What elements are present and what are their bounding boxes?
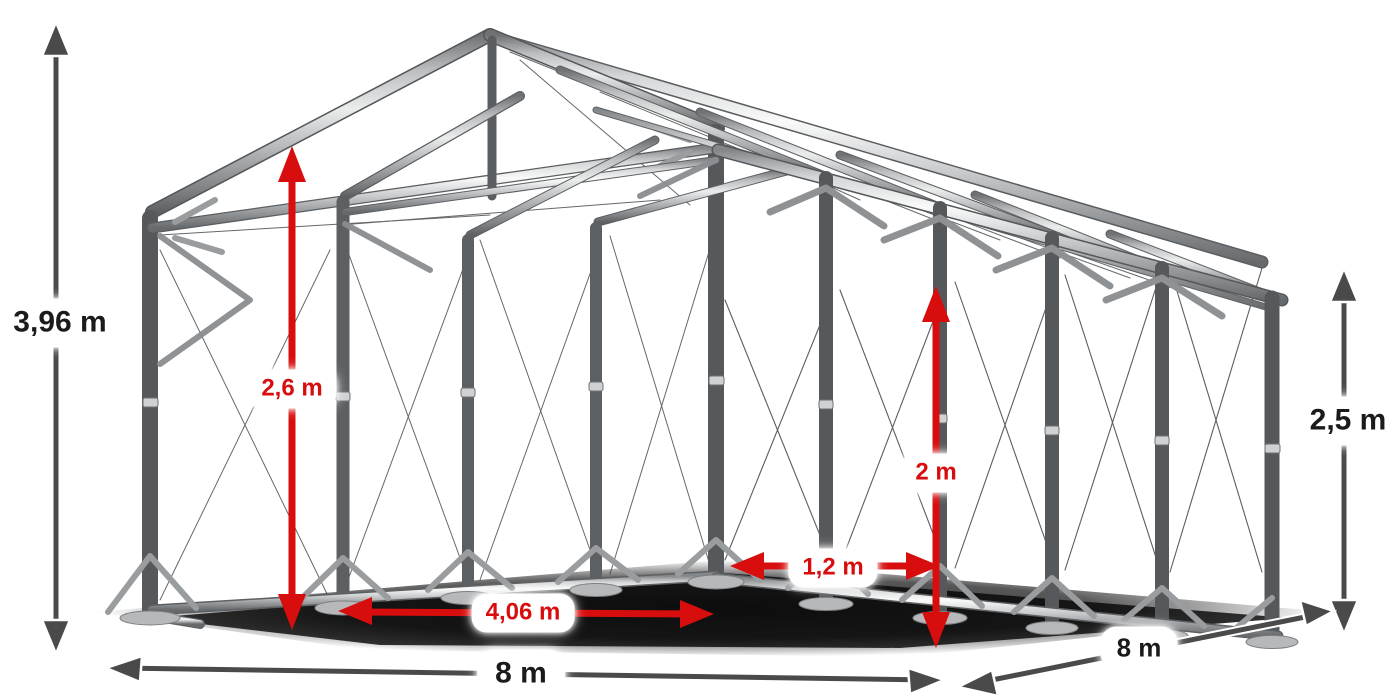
label-width-door: 4,06 m bbox=[471, 593, 575, 633]
tent-frame bbox=[105, 28, 1299, 649]
interior-arch-2 bbox=[336, 91, 720, 609]
label-width-front: 8 m bbox=[477, 649, 565, 699]
base-rail-back bbox=[710, 572, 1284, 642]
arrow-height-eave-right bbox=[1328, 264, 1360, 638]
label-length-side: 8 m bbox=[1100, 626, 1178, 670]
interior-rafters bbox=[462, 135, 795, 598]
label-height-eave-right: 2,5 m bbox=[1293, 396, 1400, 446]
cable-braces-left bbox=[159, 235, 713, 601]
back-eave-beam bbox=[711, 143, 1289, 307]
front-gable-arch bbox=[142, 28, 725, 620]
ridge-beam bbox=[481, 29, 1269, 269]
cable-braces-back bbox=[724, 267, 1263, 573]
label-height-overall: 3,96 m bbox=[0, 298, 123, 348]
wall-diagonal-struts bbox=[157, 157, 719, 367]
eave-gussets bbox=[766, 184, 1226, 320]
label-height-door: 2,6 m bbox=[247, 369, 337, 409]
label-width-side-door: 1,2 m bbox=[788, 548, 878, 588]
base-rail-front bbox=[146, 570, 722, 616]
label-height-side-door: 2 m bbox=[900, 453, 972, 493]
ground-shadow bbox=[95, 560, 1330, 657]
